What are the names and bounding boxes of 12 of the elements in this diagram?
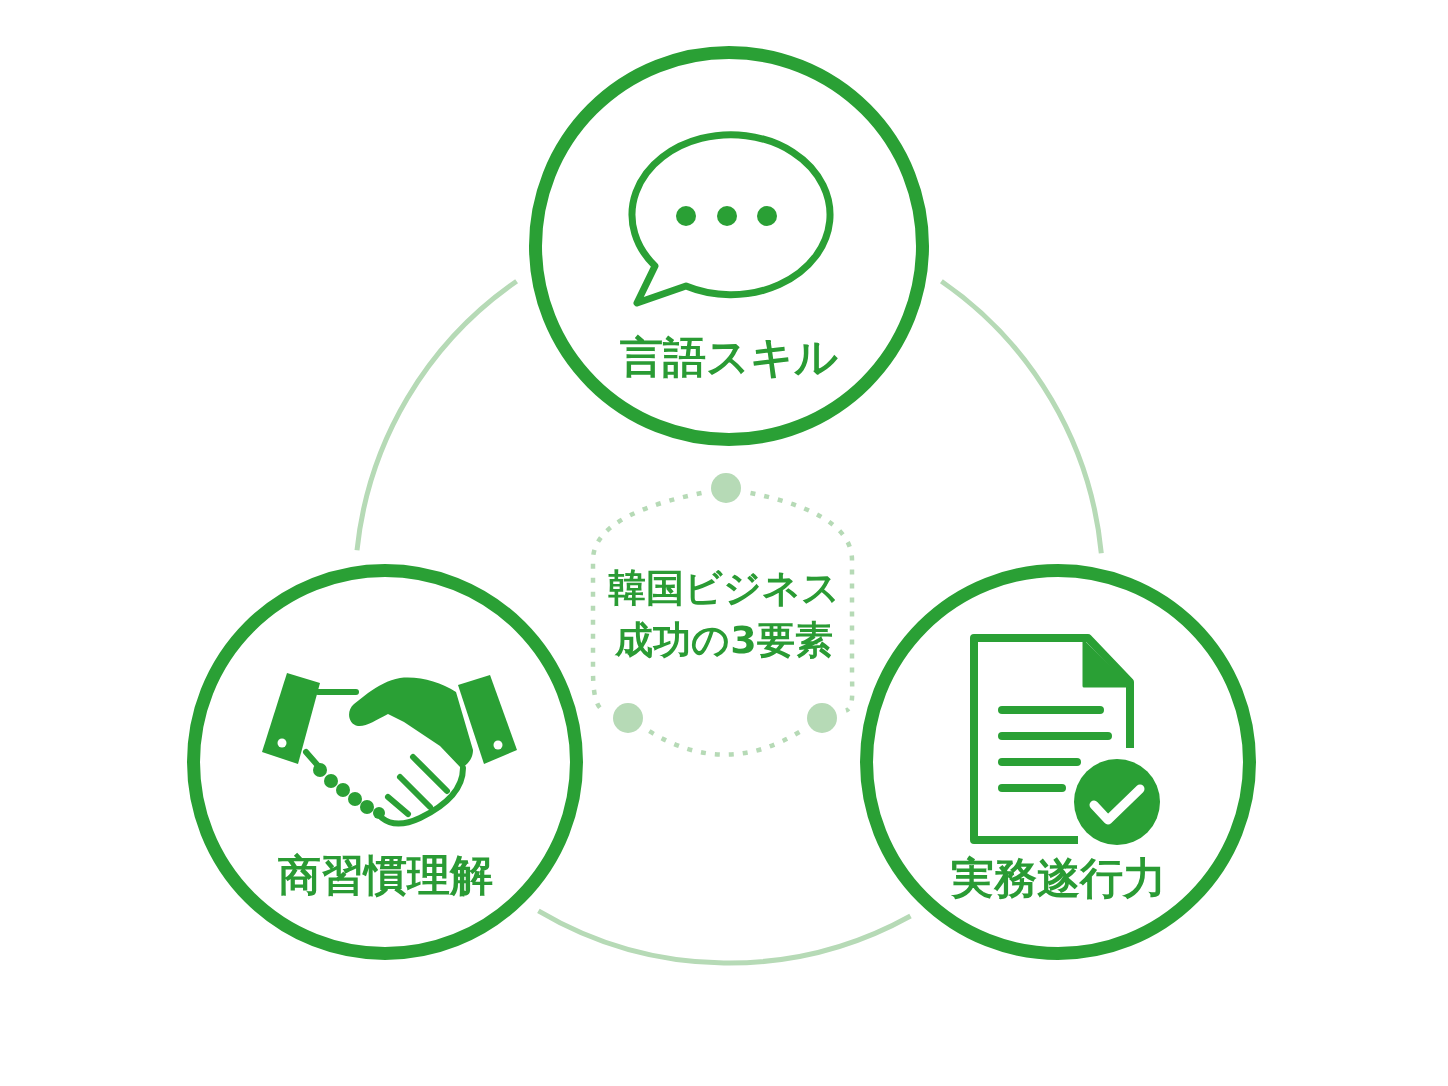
category-label: 言語スキル xyxy=(620,331,838,383)
connector-arc xyxy=(354,279,519,551)
dot-icon xyxy=(711,473,741,503)
dot-icon xyxy=(807,703,837,733)
connector-arc xyxy=(939,279,1104,554)
dot-icon xyxy=(613,703,643,733)
dotted-connector xyxy=(750,490,855,713)
dotted-connector xyxy=(648,729,802,757)
center-title: 韓国ビジネス成功の3要素 xyxy=(607,565,841,664)
category-label: 実務遂行力 xyxy=(950,852,1166,904)
connector-arc xyxy=(537,908,912,966)
category-label: 商習慣理解 xyxy=(277,849,493,901)
